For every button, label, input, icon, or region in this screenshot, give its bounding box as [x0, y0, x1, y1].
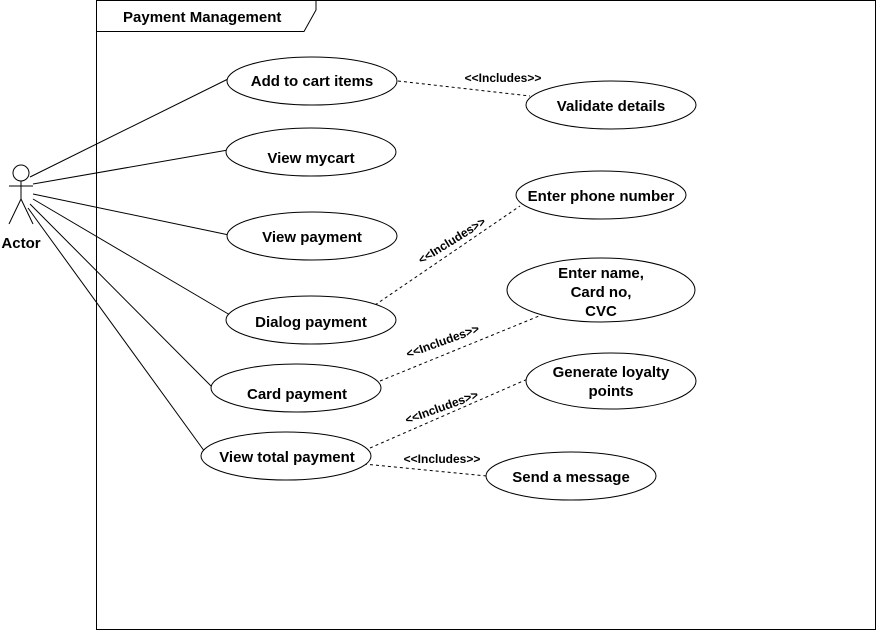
- use-case-view-payment-ellipse: [226, 211, 398, 261]
- include-line-loyalty: [369, 377, 531, 449]
- use-case-dialog-payment-label: Dialog payment: [255, 314, 367, 331]
- use-case-validate-details-ellipse: [525, 80, 697, 130]
- use-case-send-message-label: Send a message: [512, 469, 630, 486]
- include-line-message: [363, 463, 488, 477]
- association-view-payment: [32, 193, 230, 236]
- use-case-add-to-cart[interactable]: Add to cart items: [226, 56, 398, 106]
- use-case-add-to-cart-label: Add to cart items: [251, 73, 374, 90]
- use-case-add-to-cart-ellipse: [226, 56, 398, 106]
- include-line-validate: [397, 80, 531, 97]
- actor-figure[interactable]: [8, 164, 34, 225]
- use-case-card-payment-label: Card payment: [247, 386, 347, 403]
- association-dialog-payment: [32, 198, 231, 316]
- actor-label: Actor: [1, 235, 40, 252]
- use-case-enter-phone[interactable]: Enter phone number: [515, 170, 687, 220]
- include-label-message: <<Includes>>: [404, 452, 481, 466]
- use-case-card-payment-ellipse: [210, 363, 382, 413]
- use-case-view-total-payment[interactable]: View total payment: [200, 431, 372, 481]
- system-boundary: [96, 0, 876, 630]
- include-label-validate: <<Includes>>: [465, 71, 542, 85]
- use-case-view-payment[interactable]: View payment: [226, 211, 398, 261]
- use-case-enter-phone-ellipse: [515, 170, 687, 220]
- use-case-validate-details-label: Validate details: [557, 98, 665, 115]
- use-case-generate-loyalty[interactable]: Generate loyalty points: [525, 352, 697, 410]
- association-view-total-payment: [27, 207, 206, 453]
- use-case-enter-card-line-1: Enter name,: [558, 265, 644, 282]
- use-case-generate-loyalty-line-2: points: [589, 383, 634, 400]
- use-case-view-mycart-label: View mycart: [267, 150, 354, 167]
- use-case-view-payment-label: View payment: [262, 229, 362, 246]
- use-case-generate-loyalty-line-1: Generate loyalty: [553, 364, 670, 381]
- use-case-view-total-payment-label: View total payment: [219, 449, 355, 466]
- use-case-enter-card-details[interactable]: Enter name, Card no, CVC: [506, 257, 696, 323]
- actor-left-leg: [8, 198, 22, 225]
- use-case-enter-phone-label: Enter phone number: [528, 188, 675, 205]
- actor-head: [12, 164, 30, 182]
- use-case-enter-card-line-3: CVC: [585, 303, 617, 320]
- association-view-mycart: [32, 149, 229, 185]
- use-case-view-mycart-ellipse: [225, 127, 397, 177]
- use-case-view-mycart[interactable]: View mycart: [225, 127, 397, 177]
- use-case-send-message[interactable]: Send a message: [485, 451, 657, 501]
- use-case-dialog-payment-ellipse: [225, 295, 397, 345]
- actor-right-leg: [20, 198, 34, 225]
- use-case-card-payment[interactable]: Card payment: [210, 363, 382, 413]
- frame-title: Payment Management: [123, 9, 281, 26]
- include-line-phone: [374, 205, 521, 306]
- include-label-loyalty: <<Includes>>: [403, 388, 480, 427]
- include-label-phone: <<Includes>>: [416, 214, 488, 267]
- use-case-generate-loyalty-ellipse: [525, 352, 697, 410]
- use-case-enter-card-line-2: Card no,: [571, 284, 632, 301]
- frame-title-tab: [96, 0, 317, 32]
- association-add-to-cart: [29, 78, 229, 178]
- use-case-enter-card-details-ellipse: [506, 257, 696, 323]
- association-card-payment: [29, 203, 214, 389]
- use-case-send-message-ellipse: [485, 451, 657, 501]
- use-case-validate-details[interactable]: Validate details: [525, 80, 697, 130]
- use-case-view-total-payment-ellipse: [200, 431, 372, 481]
- use-case-dialog-payment[interactable]: Dialog payment: [225, 295, 397, 345]
